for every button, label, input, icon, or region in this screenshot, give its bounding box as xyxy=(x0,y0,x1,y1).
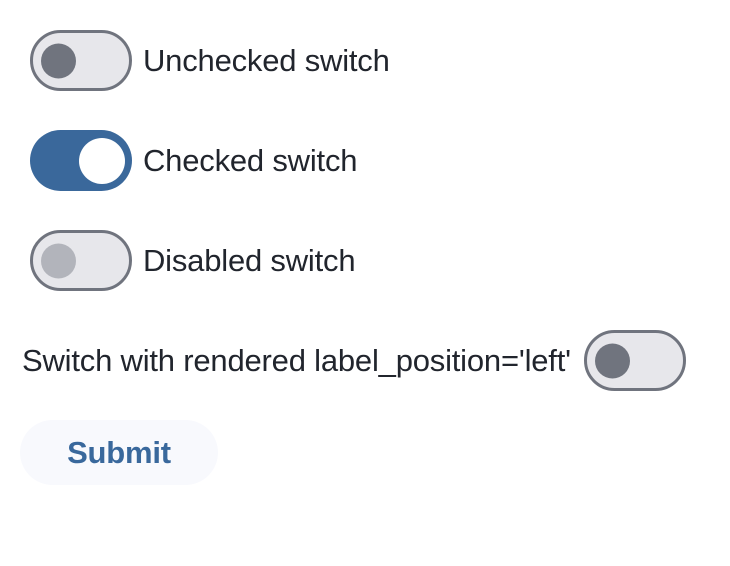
disabled-switch-label: Disabled switch xyxy=(143,243,356,278)
switch-row-label-left: Switch with rendered label_position='lef… xyxy=(22,330,686,391)
switch-thumb xyxy=(594,343,630,378)
switch-thumb xyxy=(79,137,125,184)
switch-thumb xyxy=(41,243,76,278)
label-left-switch-toggle[interactable] xyxy=(583,330,686,391)
switch-row-checked: Checked switch xyxy=(30,130,357,191)
label-left-switch-label: Switch with rendered label_position='lef… xyxy=(22,343,571,378)
submit-button[interactable]: Submit xyxy=(20,420,218,485)
unchecked-switch-label: Unchecked switch xyxy=(143,43,390,78)
unchecked-switch-toggle[interactable] xyxy=(30,30,132,91)
switch-row-disabled: Disabled switch xyxy=(30,230,356,291)
checked-switch-toggle[interactable] xyxy=(30,130,132,191)
disabled-switch-toggle xyxy=(30,230,132,291)
checked-switch-label: Checked switch xyxy=(143,143,358,178)
switch-thumb xyxy=(41,43,76,78)
switch-row-unchecked: Unchecked switch xyxy=(30,30,390,91)
